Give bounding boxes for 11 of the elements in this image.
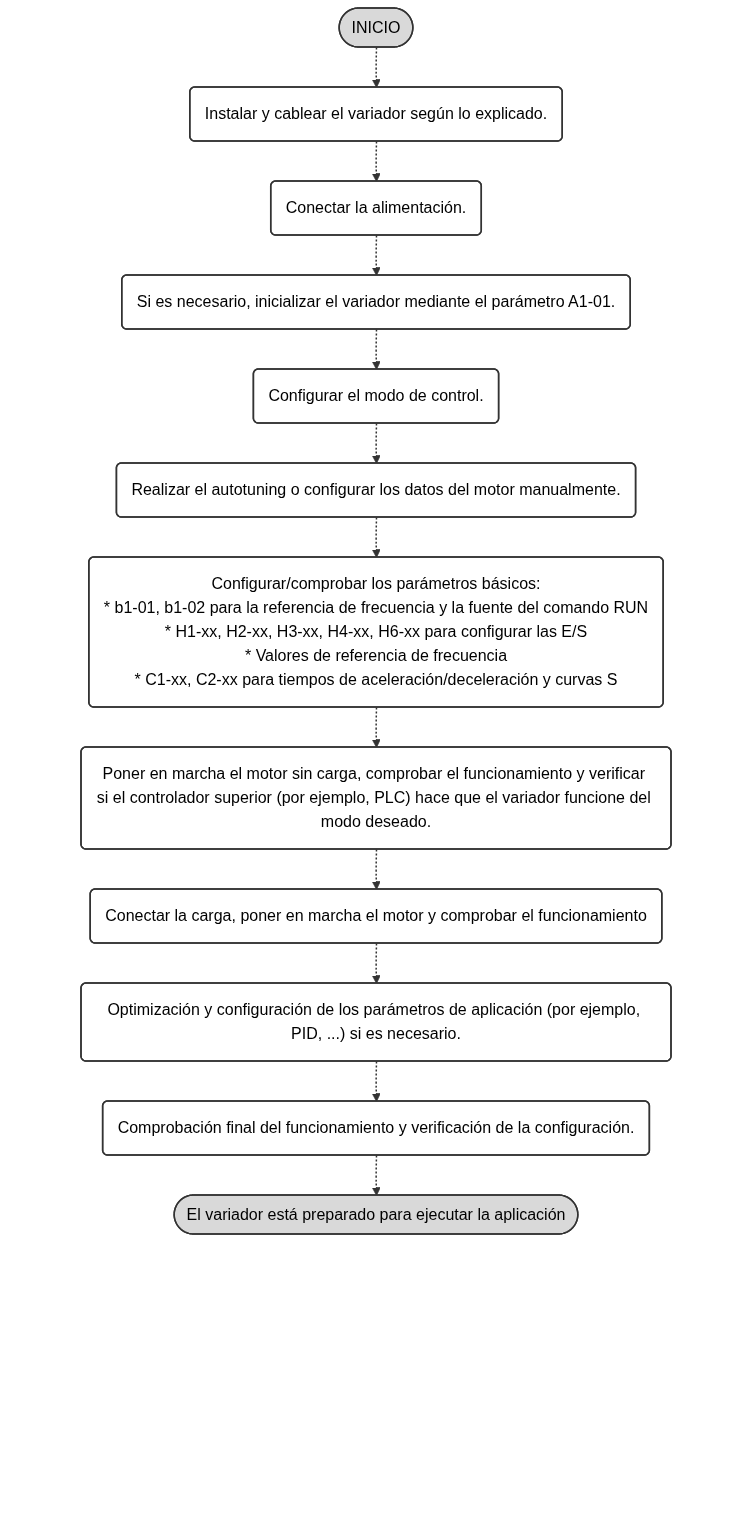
- arrow: [371, 848, 381, 890]
- arrow: [371, 706, 381, 748]
- arrow: [371, 140, 381, 182]
- arrow: [371, 328, 381, 370]
- arrow: [371, 1154, 381, 1196]
- arrow: [371, 1060, 381, 1102]
- arrow: [371, 234, 381, 276]
- arrow: [371, 516, 381, 558]
- arrow: [371, 46, 381, 88]
- arrow: [371, 942, 381, 984]
- arrow: [371, 422, 381, 464]
